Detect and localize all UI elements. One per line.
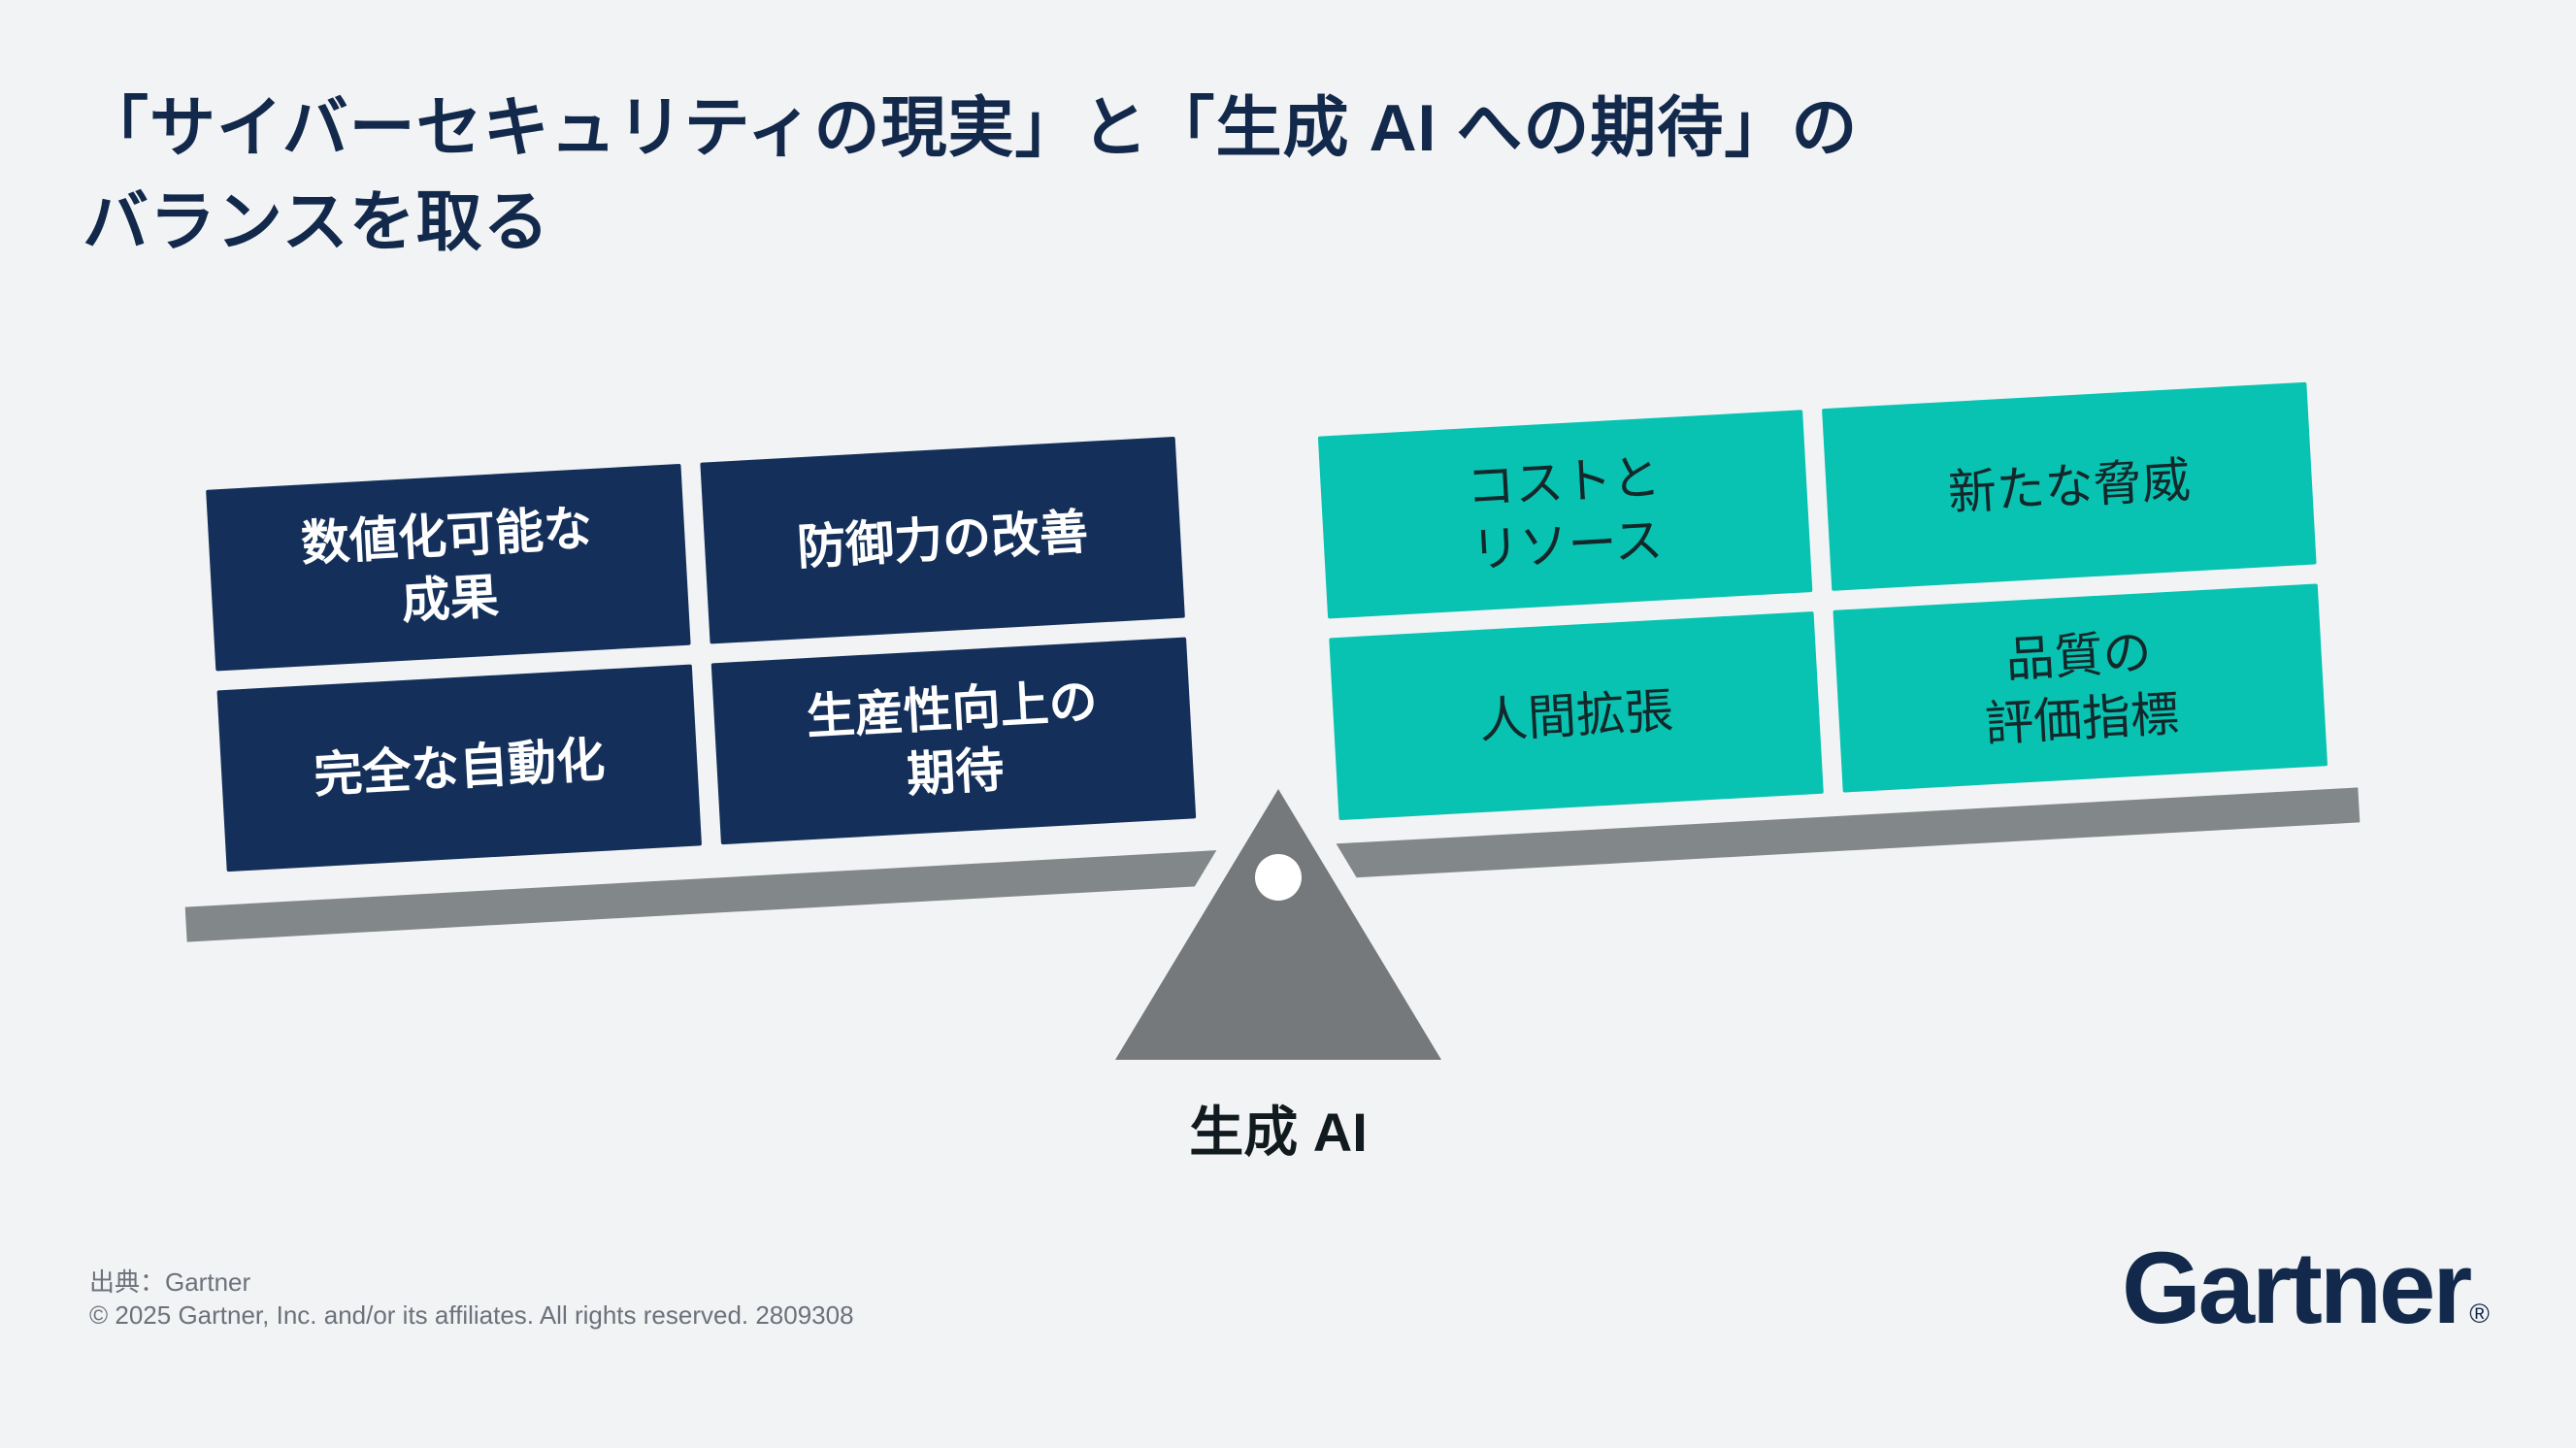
page-title: 「サイバーセキュリティの現実」と「生成 AI への期待」の バランスを取る	[83, 82, 1858, 270]
fulcrum-pivot-dot-icon	[1255, 854, 1302, 901]
registered-mark-icon: ®	[2469, 1299, 2490, 1329]
source-note: 出典：Gartner	[89, 1267, 251, 1297]
footer: 出典：Gartner © 2025 Gartner, Inc. and/or i…	[89, 1267, 854, 1333]
page-title-line2: バランスを取る	[83, 185, 550, 260]
gartner-logo: Gartner®	[2122, 1231, 2490, 1347]
fulcrum-label: 生成 AI	[1189, 1102, 1368, 1163]
fulcrum-triangle-shape	[1077, 747, 1479, 1081]
page-title-line1: 「サイバーセキュリティの現実」と「生成 AI への期待」の	[83, 91, 1859, 165]
copyright-note: © 2025 Gartner, Inc. and/or its affiliat…	[89, 1300, 854, 1330]
gartner-logo-text: Gartner	[2122, 1232, 2472, 1345]
